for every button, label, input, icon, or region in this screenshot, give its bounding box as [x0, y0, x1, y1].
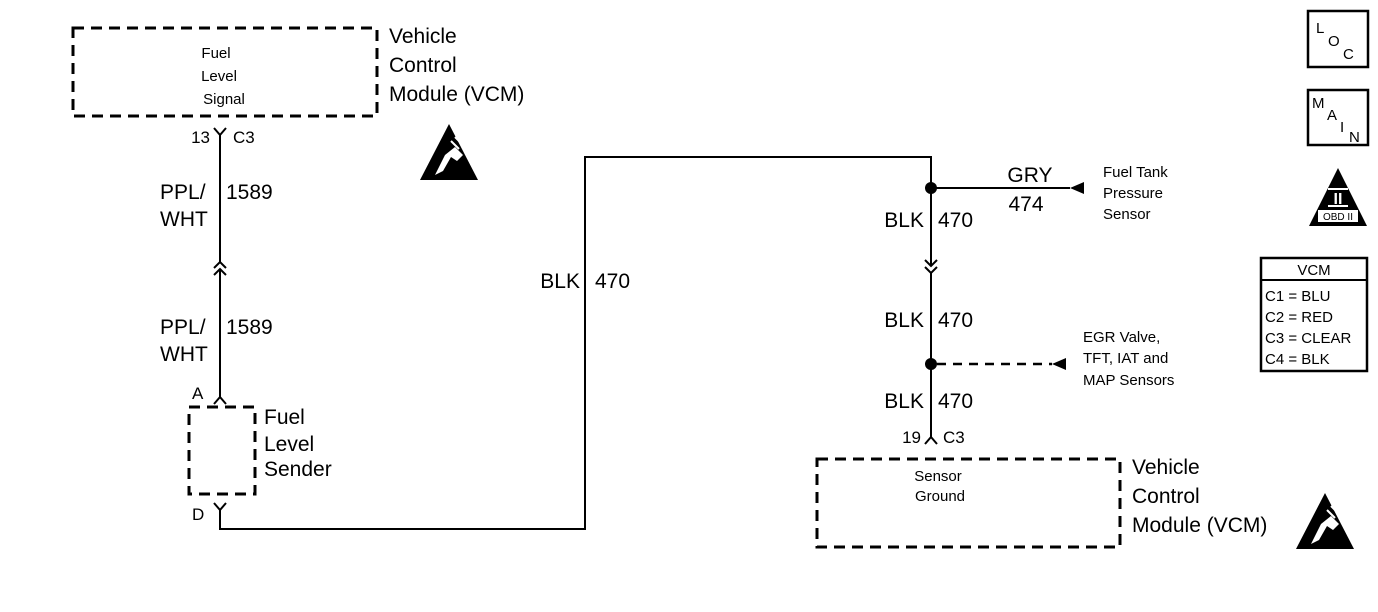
gry-dest-line-2: Pressure [1103, 185, 1163, 202]
gry-branch: GRY 474 Fuel Tank Pressure Sensor [925, 164, 1168, 223]
wire-1589-lower-color-2: WHT [160, 343, 208, 366]
sender-pin-d-symbol [213, 502, 227, 512]
vcm-table-title: VCM [1297, 262, 1330, 279]
esd-warning-icon [420, 124, 478, 180]
loc-icon-c: C [1343, 46, 1354, 63]
vcm-top: Fuel Level Signal Vehicle Control Module… [71, 25, 524, 147]
wire-1589-lower-circuit: 1589 [226, 316, 273, 339]
sender-box [187, 405, 257, 496]
egr-dest-line-2: TFT, IAT and [1083, 350, 1168, 367]
vcm-top-pin-symbol [213, 127, 227, 137]
vcm-top-title-line-1: Vehicle [389, 25, 457, 48]
egr-dest-line-1: EGR Valve, [1083, 329, 1160, 346]
wire-470-long-color: BLK [540, 270, 580, 293]
sender-pin-a: A [192, 384, 204, 403]
gry-wire-color: GRY [1007, 164, 1052, 187]
vcm-table-row-c4: C4 = BLK [1265, 351, 1330, 368]
vcm-connector-table: VCM C1 = BLU C2 = RED C3 = CLEAR C4 = BL… [1259, 256, 1369, 373]
vcm-table-row-c2: C2 = RED [1265, 309, 1333, 326]
main-icon-m: M [1312, 95, 1325, 112]
ground-seg-2-circuit: 470 [938, 309, 973, 332]
wire-470-long: BLK 470 [219, 156, 932, 530]
obd-ii-numeral: II [1334, 191, 1343, 208]
vcm-top-box [71, 26, 379, 118]
vcm-bottom-box [815, 457, 1122, 549]
gry-dest-line-3: Sensor [1103, 206, 1151, 223]
main-icon-a: A [1327, 107, 1337, 124]
splice-lower [925, 358, 937, 370]
vcm-top-inner-line-2: Level [201, 68, 237, 85]
gry-arrow-icon [1070, 182, 1084, 194]
ground-wire: BLK 470 BLK 470 BLK 470 [884, 188, 973, 445]
vcm-table-row-c3: C3 = CLEAR [1265, 330, 1351, 347]
vcm-top-title-line-3: Module (VCM) [389, 83, 524, 106]
loc-icon[interactable]: L O C [1306, 9, 1370, 69]
vcm-bottom: 19 C3 Sensor Ground Vehicle Control Modu… [815, 428, 1267, 549]
main-icon-n: N [1349, 129, 1360, 146]
vcm-table-row-c1: C1 = BLU [1265, 288, 1330, 305]
obd-ii-label: OBD II [1323, 212, 1353, 223]
sender-title-line-3: Sender [264, 458, 332, 481]
ground-seg-3-color: BLK [884, 390, 924, 413]
vcm-bottom-pin-symbol [924, 435, 938, 445]
ground-seg-2-color: BLK [884, 309, 924, 332]
wire-1589-lower-color-1: PPL/ [160, 316, 206, 339]
esd-warning-icon [1296, 493, 1354, 549]
vcm-bottom-title-line-3: Module (VCM) [1132, 514, 1267, 537]
wire-1589-upper-color-2: WHT [160, 208, 208, 231]
obd-ii-icon[interactable]: II OBD II [1309, 168, 1367, 226]
gry-dest-line-1: Fuel Tank [1103, 164, 1168, 181]
vcm-bottom-pin: 19 [902, 428, 921, 447]
fuel-level-sender: A D Fuel Level Sender [187, 384, 332, 524]
main-icon[interactable]: M A I N [1306, 88, 1370, 147]
vcm-bottom-title-line-2: Control [1132, 485, 1200, 508]
wire-470-long-circuit: 470 [595, 270, 630, 293]
vcm-bottom-inner-line-2: Ground [915, 488, 965, 505]
egr-dest-line-3: MAP Sensors [1083, 372, 1174, 389]
vcm-top-inner-line-1: Fuel [201, 45, 230, 62]
sender-title-line-2: Level [264, 433, 314, 456]
vcm-bottom-connector: C3 [943, 428, 965, 447]
wire-1589: PPL/ WHT 1589 PPL/ WHT 1589 [160, 135, 273, 405]
egr-branch: EGR Valve, TFT, IAT and MAP Sensors [925, 329, 1174, 389]
loc-icon-o: O [1328, 33, 1340, 50]
vcm-bottom-inner-line-1: Sensor [914, 468, 962, 485]
loc-icon-l: L [1316, 20, 1324, 37]
gry-wire-circuit: 474 [1008, 193, 1043, 216]
sender-pin-d: D [192, 505, 204, 524]
sender-title-line-1: Fuel [264, 406, 305, 429]
ground-seg-1-color: BLK [884, 209, 924, 232]
wire-1589-upper-circuit: 1589 [226, 181, 273, 204]
vcm-top-inner-line-3: Signal [203, 91, 245, 108]
vcm-top-connector: C3 [233, 128, 255, 147]
sender-pin-a-symbol [213, 395, 227, 405]
vcm-top-title-line-2: Control [389, 54, 457, 77]
ground-seg-3-circuit: 470 [938, 390, 973, 413]
vcm-top-pin: 13 [191, 128, 210, 147]
wire-1589-upper-color-1: PPL/ [160, 181, 206, 204]
main-icon-i: I [1340, 119, 1344, 136]
ground-seg-1-circuit: 470 [938, 209, 973, 232]
egr-arrow-icon [1052, 358, 1066, 370]
vcm-bottom-title-line-1: Vehicle [1132, 456, 1200, 479]
